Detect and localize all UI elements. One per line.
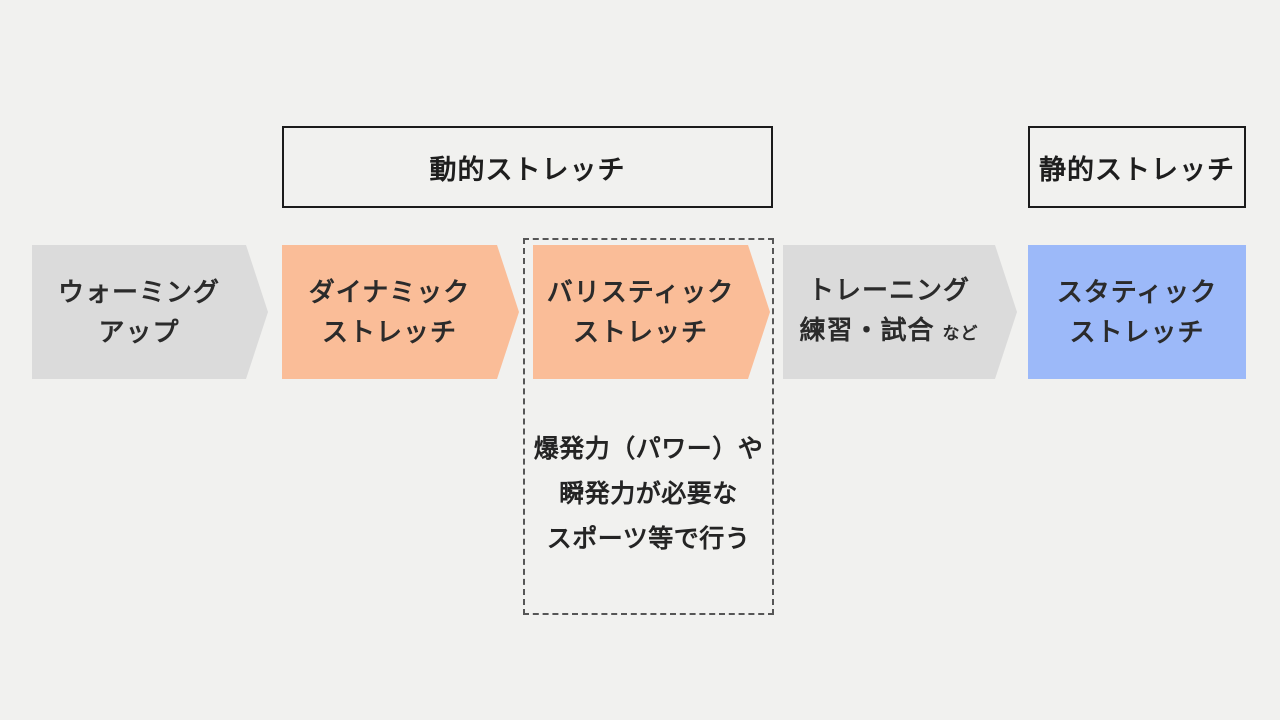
step-label-line: ウォーミング xyxy=(57,277,220,307)
step-label-line: ストレッチ xyxy=(572,317,708,347)
flow-step-training: トレーニング 練習・試合など xyxy=(783,245,1017,379)
ballistic-note: 爆発力（パワー）や 瞬発力が必要な スポーツ等で行う xyxy=(523,427,774,562)
step-label-line: ストレッチ xyxy=(1069,317,1205,347)
static-stretch-group-box: 静的ストレッチ xyxy=(1028,126,1246,208)
flow-step-ballistic-stretch: バリスティック ストレッチ xyxy=(533,245,770,379)
flow-step-warming-up: ウォーミング アップ xyxy=(32,245,268,379)
step-label-line: スタティック xyxy=(1056,277,1218,307)
flow-step-static-stretch: スタティック ストレッチ xyxy=(1028,245,1246,379)
step-label-line: トレーニング xyxy=(807,275,970,305)
note-line: スポーツ等で行う xyxy=(546,525,751,553)
flow-step-dynamic-stretch: ダイナミック ストレッチ xyxy=(282,245,519,379)
step-label-line: アップ xyxy=(98,317,180,347)
dynamic-stretch-group-box: 動的ストレッチ xyxy=(282,126,773,208)
note-line: 爆発力（パワー）や xyxy=(533,435,764,463)
step-label-line: ダイナミック xyxy=(308,277,471,307)
step-label-line: ストレッチ xyxy=(321,317,457,347)
step-label-suffix: など xyxy=(942,324,979,343)
step-label-line: 練習・試合など xyxy=(799,310,978,354)
ballistic-highlight-outline xyxy=(523,238,774,615)
step-label-line: バリスティック xyxy=(546,277,735,307)
dynamic-stretch-group-label: 動的ストレッチ xyxy=(429,154,626,185)
note-line: 瞬発力が必要な xyxy=(559,480,738,508)
static-stretch-group-label: 静的ストレッチ xyxy=(1039,154,1235,185)
step-label-main: 練習・試合 xyxy=(799,315,935,345)
